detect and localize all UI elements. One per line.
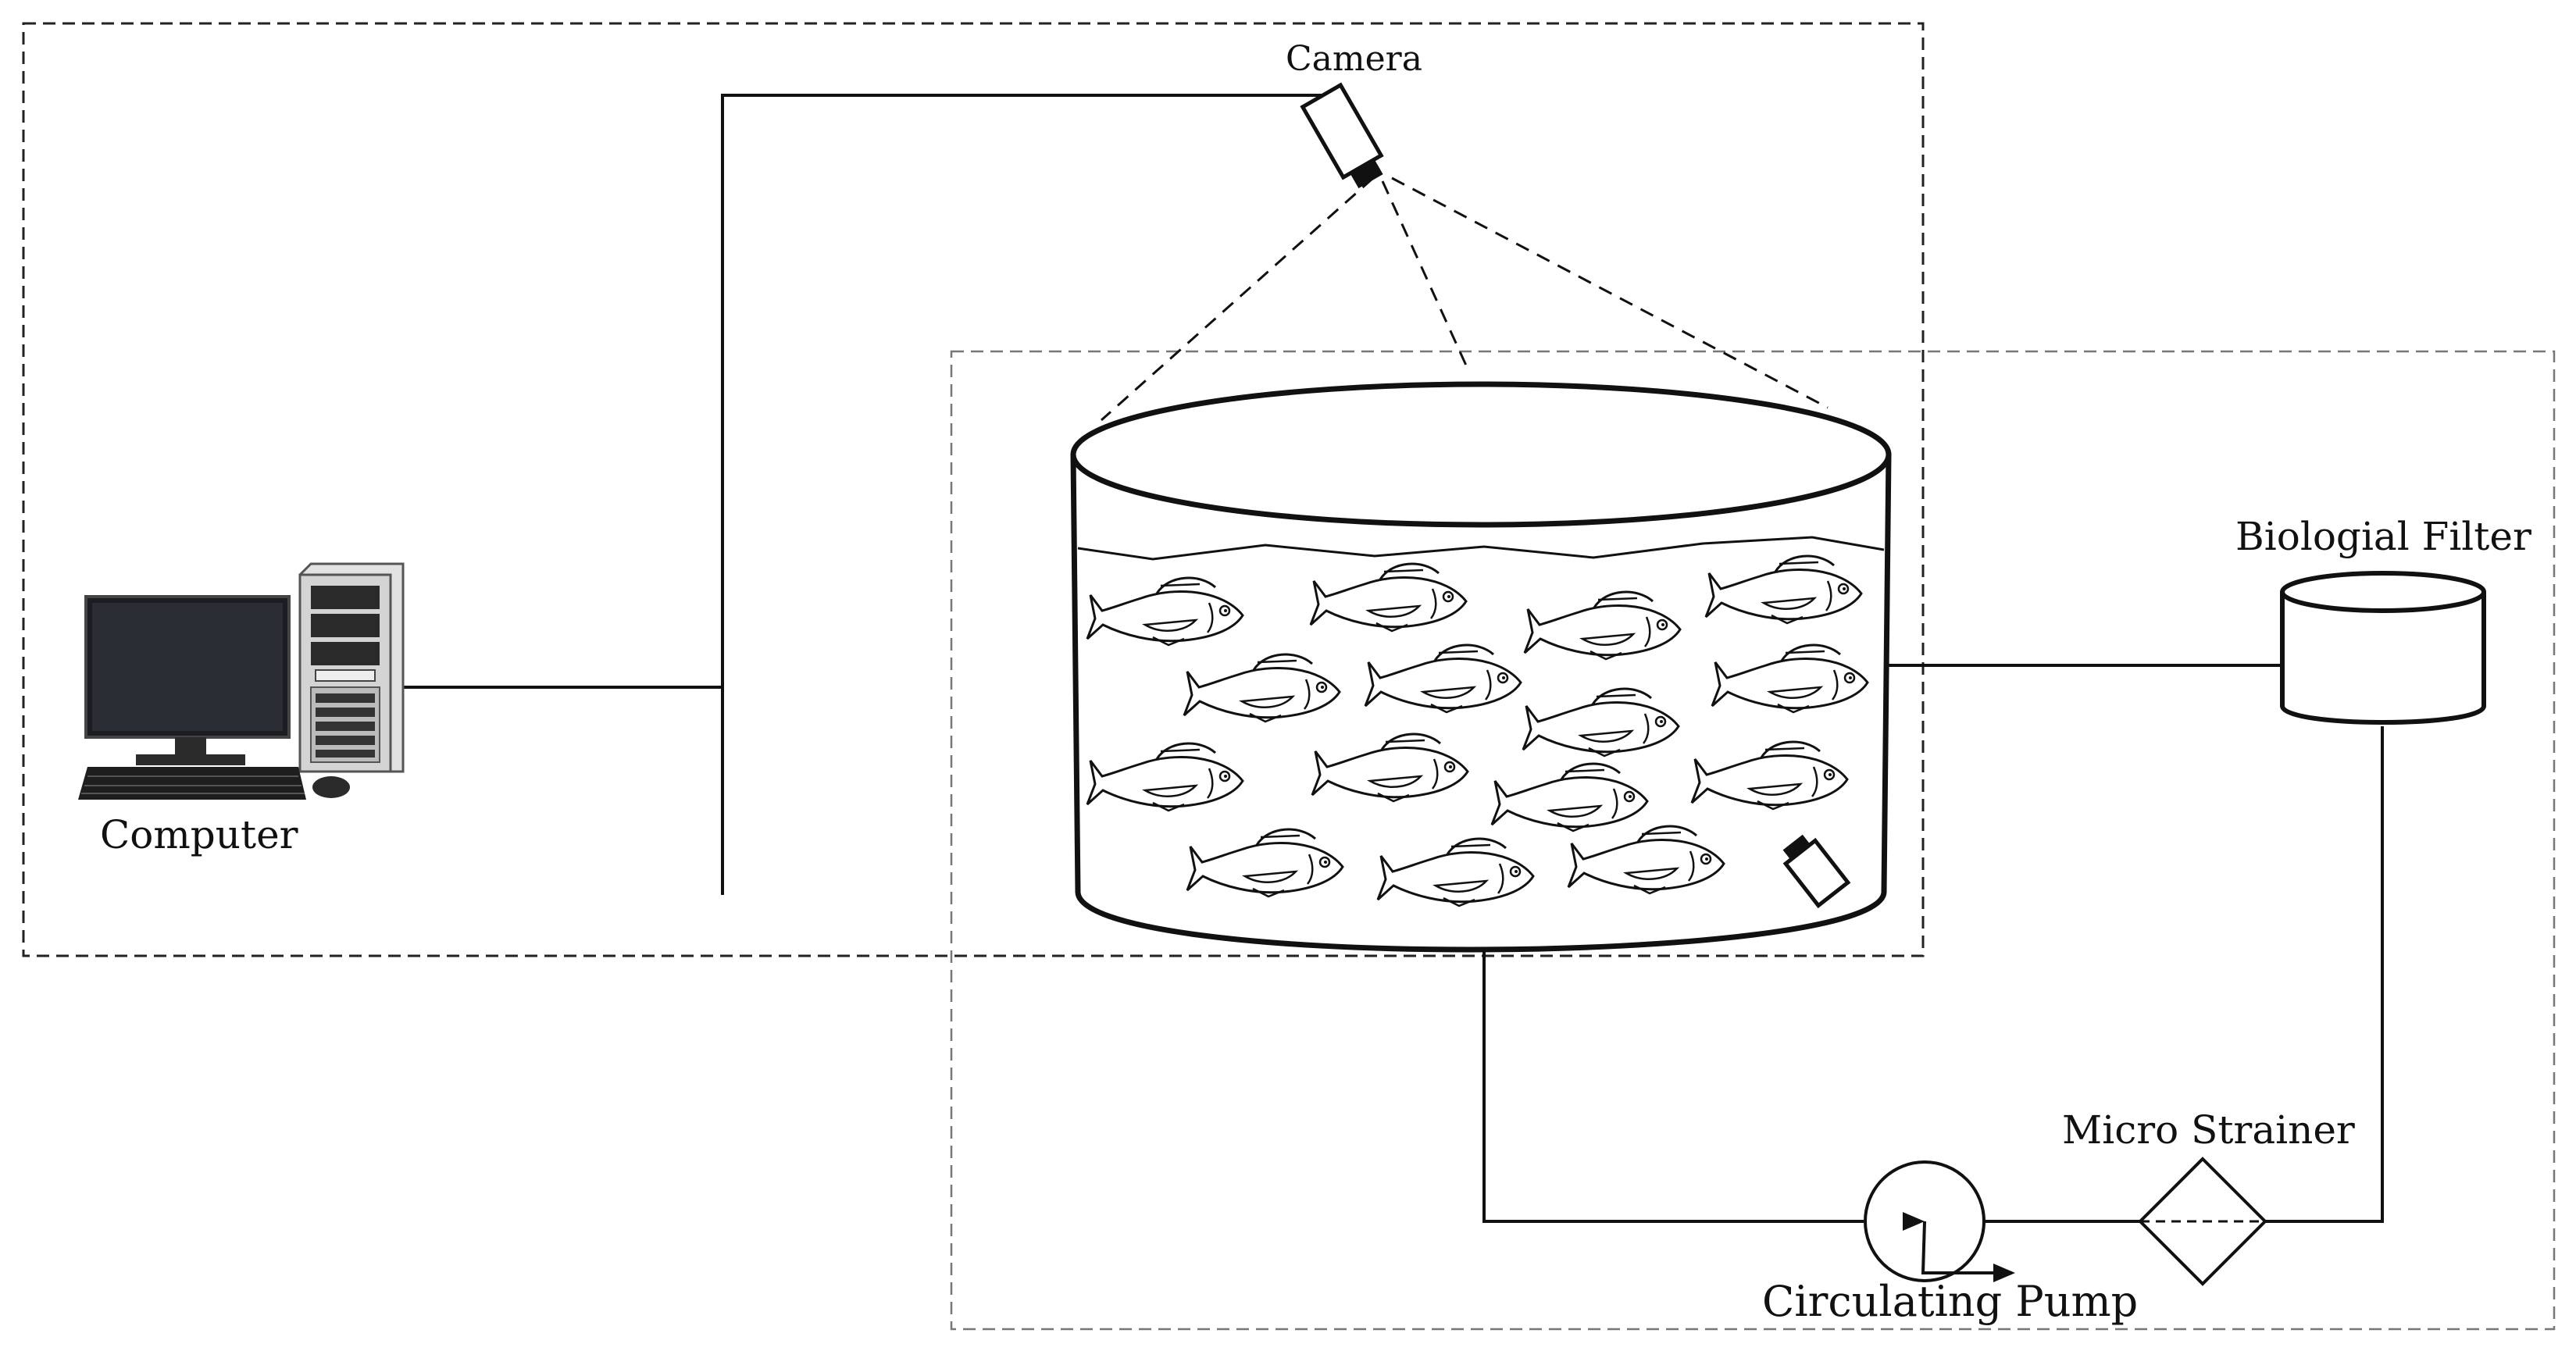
recirculation-boundary: [951, 351, 2554, 1329]
camera-label: Camera: [1286, 39, 1422, 79]
monitoring-boundary: [23, 23, 1923, 956]
biological-filter-label: Biologial Filter: [2235, 514, 2531, 559]
monitor: [86, 597, 289, 765]
water-piping: [1484, 665, 2382, 1221]
computer-icon: [78, 564, 403, 800]
camera-icon: [1303, 85, 1390, 189]
camera-field-of-view: [1101, 178, 1828, 420]
computer-label: Computer: [100, 812, 298, 857]
mouse: [312, 776, 350, 798]
underwater-sensor-icon: [1782, 834, 1848, 906]
micro-strainer-icon: [2140, 1159, 2265, 1284]
water-surface: [1078, 537, 1884, 559]
keyboard: [78, 767, 306, 800]
circulating-pump-icon: [1865, 1162, 2015, 1282]
biological-filter-icon: [2282, 573, 2484, 722]
micro-strainer-label: Micro Strainer: [2062, 1107, 2355, 1153]
camera-cable: [402, 95, 1322, 895]
pc-tower: [300, 564, 403, 772]
circulating-pump-label: Circulating Pump: [1762, 1277, 2139, 1326]
